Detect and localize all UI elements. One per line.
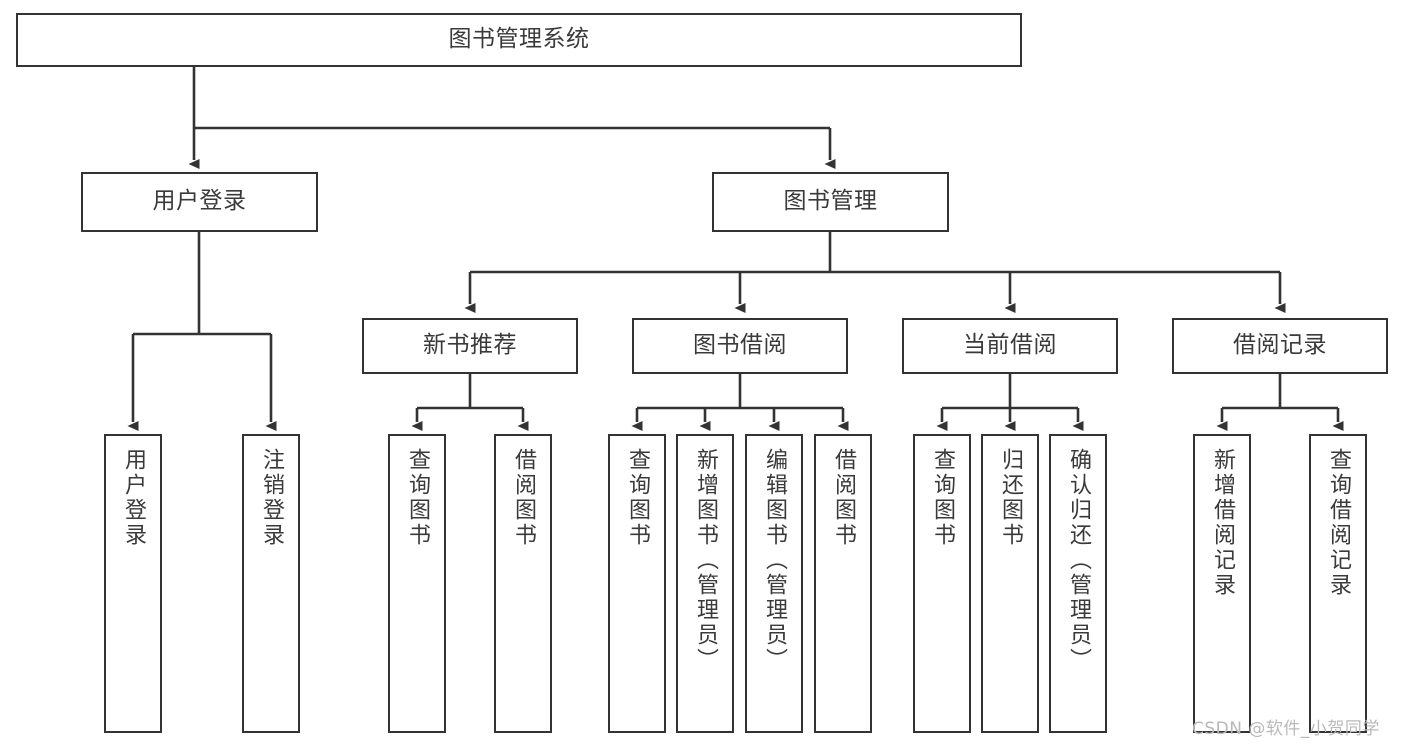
- node-label: 查询图书: [405, 448, 430, 548]
- node-leaf-user-login[interactable]: 用户登录: [104, 434, 162, 733]
- node-label: 借阅图书: [511, 448, 536, 548]
- node-book-management-system[interactable]: 图书管理系统: [16, 13, 1022, 67]
- csdn-watermark: CSDN @软件_小贺同学: [1192, 719, 1380, 739]
- node-label: 图书借阅: [693, 332, 787, 359]
- node-leaf-edit-book[interactable]: 编辑图书（管理员）: [745, 434, 803, 733]
- node-label: 查询图书: [930, 448, 955, 548]
- node-label: 编辑图书（管理员）: [762, 448, 787, 673]
- node-label: 用户登录: [121, 448, 146, 548]
- node-new-book-recommend[interactable]: 新书推荐: [362, 318, 578, 374]
- node-book-borrow[interactable]: 图书借阅: [632, 318, 848, 374]
- node-label: 注销登录: [259, 448, 284, 548]
- node-book-management[interactable]: 图书管理: [712, 172, 949, 232]
- node-label: 图书管理系统: [448, 26, 590, 53]
- node-label: 当前借阅: [963, 332, 1057, 359]
- node-leaf-borrow-book[interactable]: 借阅图书: [814, 434, 872, 733]
- node-leaf-borrow-book-recommend[interactable]: 借阅图书: [494, 434, 552, 733]
- node-label: 查询借阅记录: [1326, 448, 1351, 598]
- node-user-login[interactable]: 用户登录: [81, 172, 318, 232]
- node-label: 新增图书（管理员）: [693, 448, 718, 673]
- node-leaf-logout-login[interactable]: 注销登录: [242, 434, 300, 733]
- node-leaf-confirm-return[interactable]: 确认归还（管理员）: [1049, 434, 1107, 733]
- node-label: 图书管理: [783, 188, 878, 215]
- node-leaf-return-book[interactable]: 归还图书: [981, 434, 1039, 733]
- node-current-borrow[interactable]: 当前借阅: [902, 318, 1118, 374]
- node-label: 用户登录: [152, 188, 247, 215]
- node-leaf-add-borrow-record[interactable]: 新增借阅记录: [1193, 434, 1251, 733]
- node-leaf-query-book-recommend[interactable]: 查询图书: [388, 434, 446, 733]
- node-label: 借阅记录: [1233, 332, 1327, 359]
- node-leaf-query-borrow-record[interactable]: 查询借阅记录: [1309, 434, 1367, 733]
- node-leaf-query-book-borrow[interactable]: 查询图书: [608, 434, 666, 733]
- node-leaf-query-book-current[interactable]: 查询图书: [913, 434, 971, 733]
- node-label: 新增借阅记录: [1210, 448, 1235, 598]
- node-label: 新书推荐: [423, 332, 517, 359]
- node-leaf-add-book[interactable]: 新增图书（管理员）: [676, 434, 734, 733]
- node-label: 借阅图书: [831, 448, 856, 548]
- node-borrow-record[interactable]: 借阅记录: [1172, 318, 1388, 374]
- node-label: 确认归还（管理员）: [1066, 448, 1091, 673]
- node-label: 查询图书: [625, 448, 650, 548]
- node-label: 归还图书: [998, 448, 1023, 548]
